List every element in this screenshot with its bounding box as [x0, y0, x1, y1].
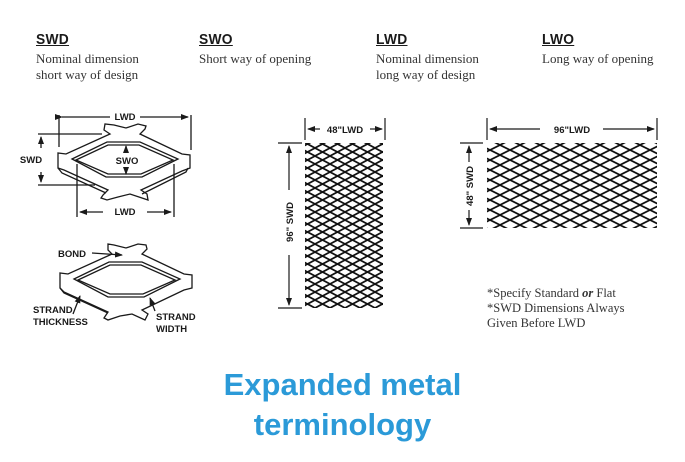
strand-width-label-1: STRAND — [156, 312, 196, 323]
strand-width-label-2: WIDTH — [156, 324, 187, 335]
mesh-portrait — [305, 143, 383, 308]
portrait-height-label: 96" SWD — [285, 202, 296, 242]
term-abbr: LWD — [376, 31, 408, 48]
cell-dimension-diagram — [38, 114, 192, 217]
landscape-width-label: 96"LWD — [554, 125, 590, 136]
notes: *Specify Standard or Flat *SWD Dimension… — [487, 286, 625, 331]
title-line-1: Expanded metal — [223, 367, 462, 402]
term-desc: Nominal dimension short way of design — [36, 51, 139, 82]
mesh-landscape — [487, 143, 657, 228]
title-line-2: terminology — [253, 407, 432, 442]
term-swo: SWO Short way of opening — [199, 31, 311, 67]
strand-thickness-label-1: STRAND — [33, 305, 73, 316]
term-desc: Short way of opening — [199, 51, 312, 66]
term-abbr: SWO — [199, 31, 233, 48]
swd-label: SWD — [20, 155, 42, 166]
swo-label: SWO — [116, 156, 139, 167]
sheet-landscape — [460, 118, 658, 229]
sheet-portrait — [278, 118, 386, 309]
note-swd-first: *SWD Dimensions Always Given Before LWD — [487, 301, 625, 330]
term-swd: SWD Nominal dimension short way of desig… — [36, 31, 139, 83]
strand-thickness-label-2: THICKNESS — [33, 317, 88, 328]
note-standard-flat: *Specify Standard or Flat — [487, 286, 616, 300]
lwd-bottom-label: LWD — [114, 207, 135, 218]
term-lwd: LWD Nominal dimension long way of design — [376, 31, 479, 83]
term-desc: Nominal dimension long way of design — [376, 51, 479, 82]
bond-label: BOND — [58, 249, 86, 260]
portrait-width-label: 48"LWD — [327, 125, 363, 136]
term-abbr: LWO — [542, 31, 575, 48]
term-lwo: LWO Long way of opening — [542, 31, 654, 67]
strand-diagram — [59, 243, 193, 321]
term-desc: Long way of opening — [542, 51, 654, 66]
term-abbr: SWD — [36, 31, 70, 48]
lwd-top-label: LWD — [114, 112, 135, 123]
landscape-height-label: 48" SWD — [465, 166, 476, 206]
